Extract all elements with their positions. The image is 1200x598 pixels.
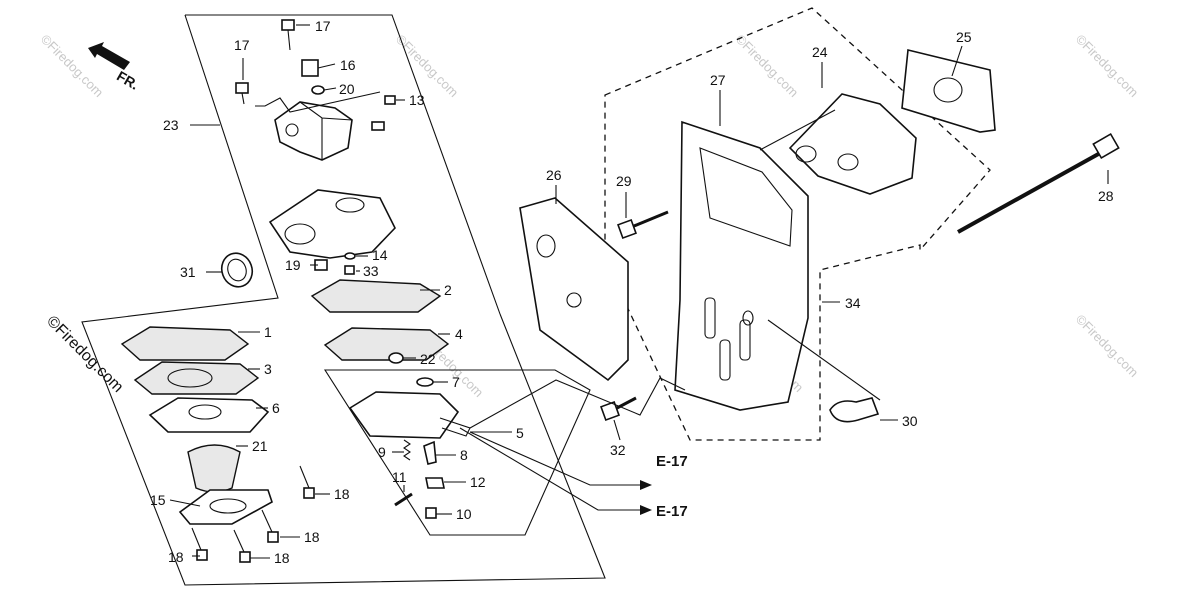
screw-10-part xyxy=(425,507,437,519)
pin-11-part xyxy=(394,492,413,507)
intake-pipe-24-part xyxy=(788,93,917,195)
washer-22-part xyxy=(388,352,404,364)
diaphragm-4-part xyxy=(323,327,450,361)
screw-33-part xyxy=(344,265,355,275)
intake-and-cover-assembly xyxy=(519,49,1120,423)
lever-12-part xyxy=(425,477,445,489)
callout-11: 11 xyxy=(392,469,407,485)
screw-18b-part xyxy=(267,531,279,543)
gasket-ring-part xyxy=(220,252,254,288)
callout-2: 2 xyxy=(444,282,452,298)
screw-17b-part xyxy=(235,82,249,94)
callout-21: 21 xyxy=(252,438,268,454)
insulator-cover-27-part xyxy=(674,120,809,411)
callout-28: 28 xyxy=(1098,188,1114,204)
gasket-plate-26-part xyxy=(519,197,629,382)
callout-12: 12 xyxy=(470,474,486,490)
front-label: FR. xyxy=(114,68,142,93)
gasket-25-part xyxy=(901,49,996,133)
callout-34: 34 xyxy=(845,295,861,311)
callout-23: 23 xyxy=(163,117,179,133)
oring-7-part xyxy=(416,377,434,387)
callout-31: 31 xyxy=(180,264,196,280)
throttle-body-part xyxy=(274,101,353,161)
watermark: ©Firedog.com xyxy=(1073,312,1141,380)
callout-17: 17 xyxy=(315,18,331,34)
spring-9-part xyxy=(403,439,411,461)
leader-lines xyxy=(169,24,1109,559)
watermark: ©Firedog.com xyxy=(393,32,461,100)
callout-10: 10 xyxy=(456,506,472,522)
gasket-2-part xyxy=(310,279,442,313)
callout-6: 6 xyxy=(272,400,280,416)
screw-18d-part xyxy=(239,551,251,563)
watermark-left: ©Firedog.com xyxy=(43,313,126,396)
callout-19: 19 xyxy=(285,257,301,273)
callout-15: 15 xyxy=(150,492,166,508)
watermark: ©Firedog.com xyxy=(1073,32,1141,100)
bulb-holder-part xyxy=(178,489,273,525)
group-outlines xyxy=(81,7,991,586)
callout-5: 5 xyxy=(516,425,524,441)
screw-18c-part xyxy=(196,549,208,561)
section-ref-e17: E-17 xyxy=(656,503,688,520)
callout-20: 20 xyxy=(339,81,355,97)
callout-27: 27 xyxy=(710,72,726,88)
callout-18: 18 xyxy=(304,529,320,545)
bolt-29-part xyxy=(617,219,637,239)
washer-14-part xyxy=(344,252,356,260)
callout-labels: 17 17 16 20 13 23 31 19 14 33 2 4 22 1 3… xyxy=(150,18,1114,566)
callout-24: 24 xyxy=(812,44,828,60)
screw-13-part xyxy=(384,95,396,105)
screw-part xyxy=(371,121,385,131)
callout-9: 9 xyxy=(378,444,386,460)
metering-body-part xyxy=(348,391,460,439)
callout-18: 18 xyxy=(334,486,350,502)
callout-3: 3 xyxy=(264,361,272,377)
callout-18: 18 xyxy=(168,549,184,565)
clamp-30-part xyxy=(829,397,880,423)
pump-cover-6-part xyxy=(148,397,270,433)
screw-16-part xyxy=(301,59,319,77)
callout-26: 26 xyxy=(546,167,562,183)
washer-20-part xyxy=(311,85,325,95)
screw-17a-part xyxy=(281,19,295,31)
bolt-32-part xyxy=(600,401,620,421)
callout-29: 29 xyxy=(616,173,632,189)
watermark: ©Firedog.com xyxy=(38,32,106,100)
watermark: ©Firedog.com xyxy=(733,32,801,100)
callout-4: 4 xyxy=(455,326,463,342)
callout-33: 33 xyxy=(363,263,379,279)
callout-30: 30 xyxy=(902,413,918,429)
callout-22: 22 xyxy=(420,351,436,367)
callout-8: 8 xyxy=(460,447,468,463)
diaphragm-3-part xyxy=(133,361,260,395)
carburetor-assembly xyxy=(120,19,471,563)
primer-bulb-part xyxy=(187,444,241,493)
section-ref-e17: E-17 xyxy=(656,453,688,470)
callout-16: 16 xyxy=(340,57,356,73)
needle-8-part xyxy=(423,440,437,465)
gasket-1-part xyxy=(120,326,250,361)
callout-17: 17 xyxy=(234,37,250,53)
stud-bolt-28-part xyxy=(957,150,1103,234)
callout-14: 14 xyxy=(372,247,388,263)
callout-7: 7 xyxy=(452,374,460,390)
callout-32: 32 xyxy=(610,442,626,458)
callout-13: 13 xyxy=(409,92,425,108)
callout-1: 1 xyxy=(264,324,272,340)
callout-18: 18 xyxy=(274,550,290,566)
callout-25: 25 xyxy=(956,29,972,45)
screw-18a-part xyxy=(303,487,315,499)
section-references: E-17 E-17 xyxy=(656,453,688,520)
